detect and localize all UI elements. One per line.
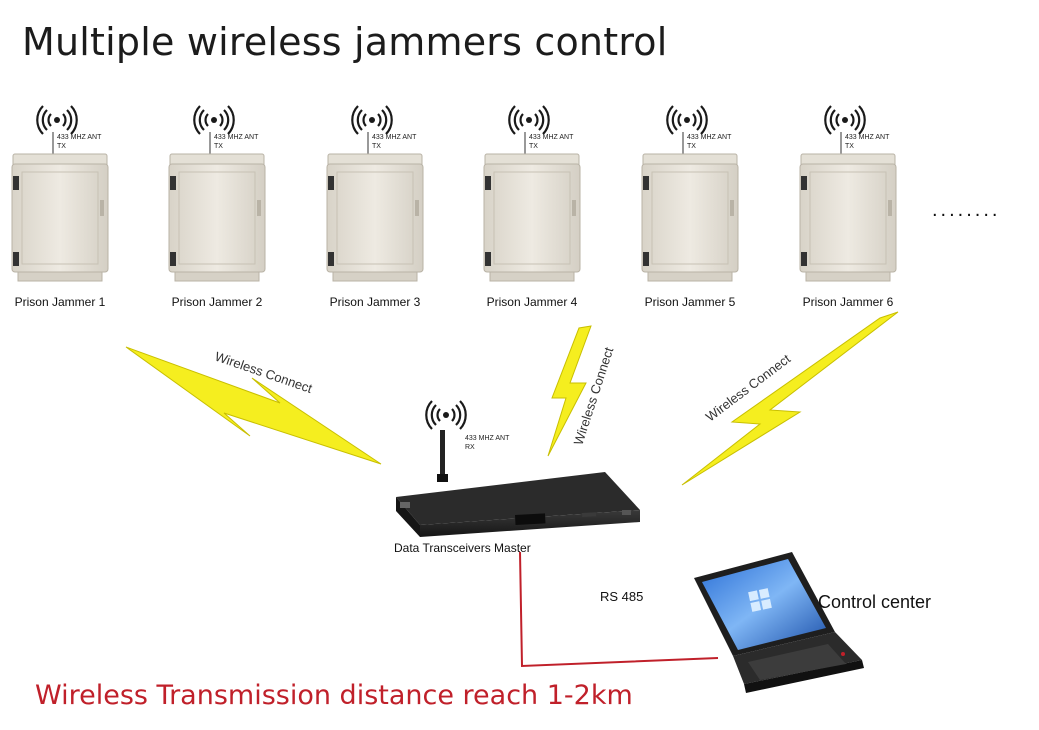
- antenna-label: TX: [57, 143, 66, 150]
- control-center-label: Control center: [818, 592, 931, 612]
- lightning-bolt: [547, 325, 592, 457]
- prison-jammer-6: 433 MHZ ANT TX Prison Jammer 6: [799, 105, 897, 309]
- antenna-label: 433 MHZ ANT: [57, 134, 102, 141]
- antenna-label: TX: [214, 143, 223, 150]
- antenna-signal-icon: [666, 105, 708, 135]
- master-antenna: 433 MHZ ANT RX: [425, 400, 510, 482]
- prison-jammer-5: 433 MHZ ANT TX Prison Jammer 5: [641, 105, 739, 309]
- wireless-link-1: Wireless Connect: [125, 346, 382, 465]
- jammer-label: Prison Jammer 5: [645, 295, 736, 309]
- cable-label: RS 485: [600, 589, 643, 604]
- prison-jammer-1: 433 MHZ ANT TX Prison Jammer 1: [11, 105, 109, 309]
- antenna-label: 433 MHZ ANT: [687, 134, 732, 141]
- antenna-signal-icon: [824, 105, 866, 135]
- laptop-icon: Control center: [694, 552, 931, 693]
- jammer-label: Prison Jammer 6: [803, 295, 894, 309]
- data-transceiver-master: Data Transceivers Master: [394, 472, 640, 555]
- lightning-bolt: [125, 346, 382, 465]
- antenna-label: TX: [845, 143, 854, 150]
- jammer-row: 433 MHZ ANT TX Prison Jammer 1 433 MHZ ANT T…: [11, 105, 897, 309]
- rs485-cable: [519, 551, 719, 668]
- jammer-label: Prison Jammer 4: [487, 295, 578, 309]
- transmission-distance-note: Wireless Transmission distance reach 1-2…: [35, 680, 633, 711]
- prison-jammer-4: 433 MHZ ANT TX Prison Jammer 4: [483, 105, 581, 309]
- antenna-signal-icon: [36, 105, 78, 135]
- antenna-signal-icon: [508, 105, 550, 135]
- page-title: Multiple wireless jammers control: [22, 20, 668, 64]
- wireless-link-3: Wireless Connect: [681, 311, 899, 486]
- wireless-link-2: Wireless Connect: [547, 325, 616, 457]
- antenna-label: TX: [687, 143, 696, 150]
- lightning-bolt: [681, 311, 899, 486]
- antenna-signal-icon: [351, 105, 393, 135]
- prison-jammer-3: 433 MHZ ANT TX Prison Jammer 3: [326, 105, 424, 309]
- jammer-label: Prison Jammer 2: [172, 295, 263, 309]
- antenna-label: TX: [372, 143, 381, 150]
- antenna-label: 433 MHZ ANT: [845, 134, 890, 141]
- antenna-label: 433 MHZ ANT: [372, 134, 417, 141]
- jammer-label: Prison Jammer 3: [330, 295, 421, 309]
- master-label: Data Transceivers Master: [394, 541, 531, 555]
- prison-jammer-2: 433 MHZ ANT TX Prison Jammer 2: [168, 105, 266, 309]
- master-antenna-label-1: 433 MHZ ANT: [465, 435, 510, 442]
- antenna-signal-icon: [425, 400, 467, 430]
- jammer-label: Prison Jammer 1: [15, 295, 106, 309]
- antenna-label: TX: [529, 143, 538, 150]
- antenna-signal-icon: [193, 105, 235, 135]
- antenna-label: 433 MHZ ANT: [529, 134, 574, 141]
- more-jammers-ellipsis: ........: [932, 199, 1000, 221]
- master-antenna-label-2: RX: [465, 444, 475, 451]
- antenna-label: 433 MHZ ANT: [214, 134, 259, 141]
